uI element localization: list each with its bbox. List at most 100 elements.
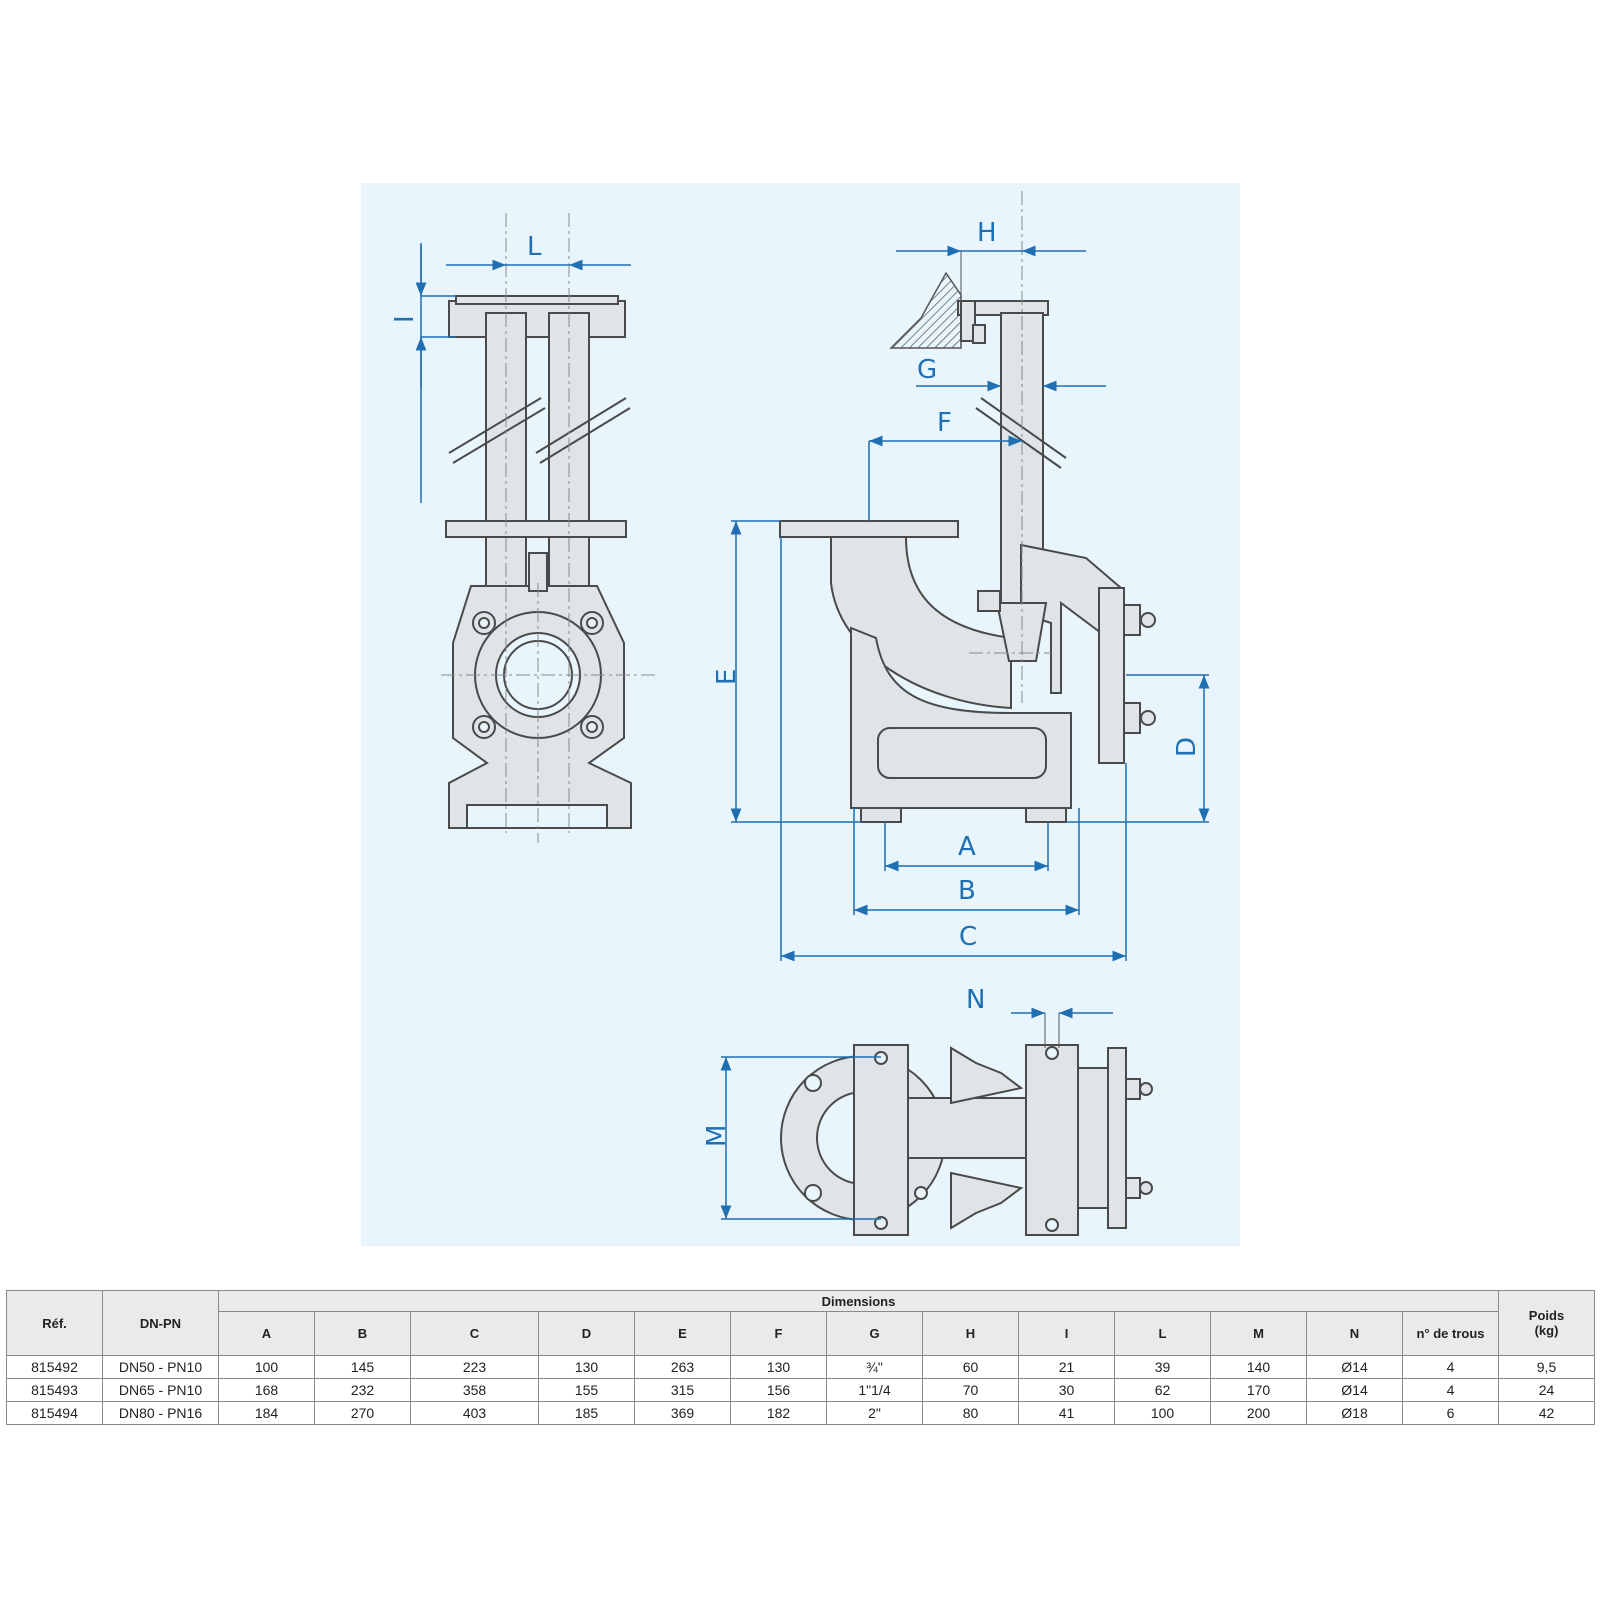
table-cell: DN80 - PN16 [102, 1401, 219, 1425]
table-cell: 1"1/4 [826, 1378, 923, 1402]
table-cell: DN50 - PN10 [102, 1355, 219, 1379]
table-cell: 263 [634, 1355, 731, 1379]
table-cell: 223 [410, 1355, 539, 1379]
dimension-B: B [853, 808, 1080, 916]
header-poids: Poids (kg) [1498, 1290, 1595, 1356]
table-cell: Ø14 [1306, 1378, 1403, 1402]
header-ref: Réf. [6, 1290, 103, 1356]
table-cell: 42 [1498, 1401, 1595, 1425]
table-cell: 815493 [6, 1378, 103, 1402]
table-cell: 100 [218, 1355, 315, 1379]
header-col: G [826, 1311, 923, 1356]
header-dn-pn: DN-PN [102, 1290, 219, 1356]
table-cell: 100 [1114, 1401, 1211, 1425]
side-view [779, 300, 1156, 823]
table-cell: 62 [1114, 1378, 1211, 1402]
dimension-M: M [702, 1056, 881, 1220]
header-col: C [410, 1311, 539, 1356]
label-I: I [390, 315, 420, 323]
header-col: F [730, 1311, 827, 1356]
table-cell: 9,5 [1498, 1355, 1595, 1379]
table-cell: 168 [218, 1378, 315, 1402]
header-dimensions: Dimensions [218, 1290, 1499, 1312]
table-cell: 403 [410, 1401, 539, 1425]
table-cell: 4 [1402, 1378, 1499, 1402]
table-cell: 270 [314, 1401, 411, 1425]
table-cell: 232 [314, 1378, 411, 1402]
dimension-I: I [390, 243, 456, 503]
table-cell: 185 [538, 1401, 635, 1425]
label-E: E [712, 669, 742, 685]
header-poids-line2: (kg) [1534, 1323, 1559, 1338]
header-col: H [922, 1311, 1019, 1356]
label-F: F [937, 408, 952, 438]
table-cell: 156 [730, 1378, 827, 1402]
dimension-F: F [868, 408, 1022, 521]
table-cell: 130 [730, 1355, 827, 1379]
header-col: M [1210, 1311, 1307, 1356]
label-A: A [958, 832, 976, 862]
table-cell: 4 [1402, 1355, 1499, 1379]
table-cell: 815492 [6, 1355, 103, 1379]
header-col: I [1018, 1311, 1115, 1356]
table-cell: 182 [730, 1401, 827, 1425]
table-cell: 70 [922, 1378, 1019, 1402]
label-H: H [977, 218, 997, 248]
table-cell: Ø18 [1306, 1401, 1403, 1425]
dimension-E: E [712, 520, 861, 823]
table-cell: 41 [1018, 1401, 1115, 1425]
table-cell: 21 [1018, 1355, 1115, 1379]
label-D: D [1172, 737, 1202, 757]
table-cell: 2" [826, 1401, 923, 1425]
dimension-L: L [446, 232, 631, 271]
label-L: L [527, 232, 542, 262]
label-C: C [959, 922, 977, 952]
header-col: A [218, 1311, 315, 1356]
dimension-A: A [884, 822, 1049, 872]
header-col: N [1306, 1311, 1403, 1356]
top-view [780, 1044, 1153, 1236]
label-N: N [966, 985, 985, 1015]
table-cell: ¾" [826, 1355, 923, 1379]
table-cell: 170 [1210, 1378, 1307, 1402]
table-cell: 6 [1402, 1401, 1499, 1425]
table-cell: 60 [922, 1355, 1019, 1379]
header-col: L [1114, 1311, 1211, 1356]
table-cell: 39 [1114, 1355, 1211, 1379]
header-col: E [634, 1311, 731, 1356]
table-cell: 30 [1018, 1378, 1115, 1402]
table-cell: 145 [314, 1355, 411, 1379]
header-col: n° de trous [1402, 1311, 1499, 1356]
wall-section [889, 271, 962, 349]
table-cell: Ø14 [1306, 1355, 1403, 1379]
table-cell: 24 [1498, 1378, 1595, 1402]
label-B: B [958, 876, 976, 906]
table-cell: 200 [1210, 1401, 1307, 1425]
label-G: G [917, 355, 937, 385]
dimension-C: C [780, 537, 1127, 962]
label-M: M [702, 1125, 732, 1147]
header-col: B [314, 1311, 411, 1356]
technical-drawing: L I [361, 183, 1240, 1246]
table-cell: 815494 [6, 1401, 103, 1425]
table-cell: 80 [922, 1401, 1019, 1425]
dimension-H: H [896, 218, 1086, 301]
table-cell: DN65 - PN10 [102, 1378, 219, 1402]
table-cell: 315 [634, 1378, 731, 1402]
table-header-row-1: Réf. DN-PN Dimensions Poids (kg) [6, 1290, 1595, 1356]
table-cell: 369 [634, 1401, 731, 1425]
dimension-D: D [1066, 674, 1210, 823]
table-cell: 155 [538, 1378, 635, 1402]
header-col: D [538, 1311, 635, 1356]
dimension-G: G [916, 355, 1106, 392]
dimension-N: N [966, 985, 1113, 1048]
table-cell: 130 [538, 1355, 635, 1379]
table-cell: 358 [410, 1378, 539, 1402]
table-cell: 140 [1210, 1355, 1307, 1379]
table-cell: 184 [218, 1401, 315, 1425]
